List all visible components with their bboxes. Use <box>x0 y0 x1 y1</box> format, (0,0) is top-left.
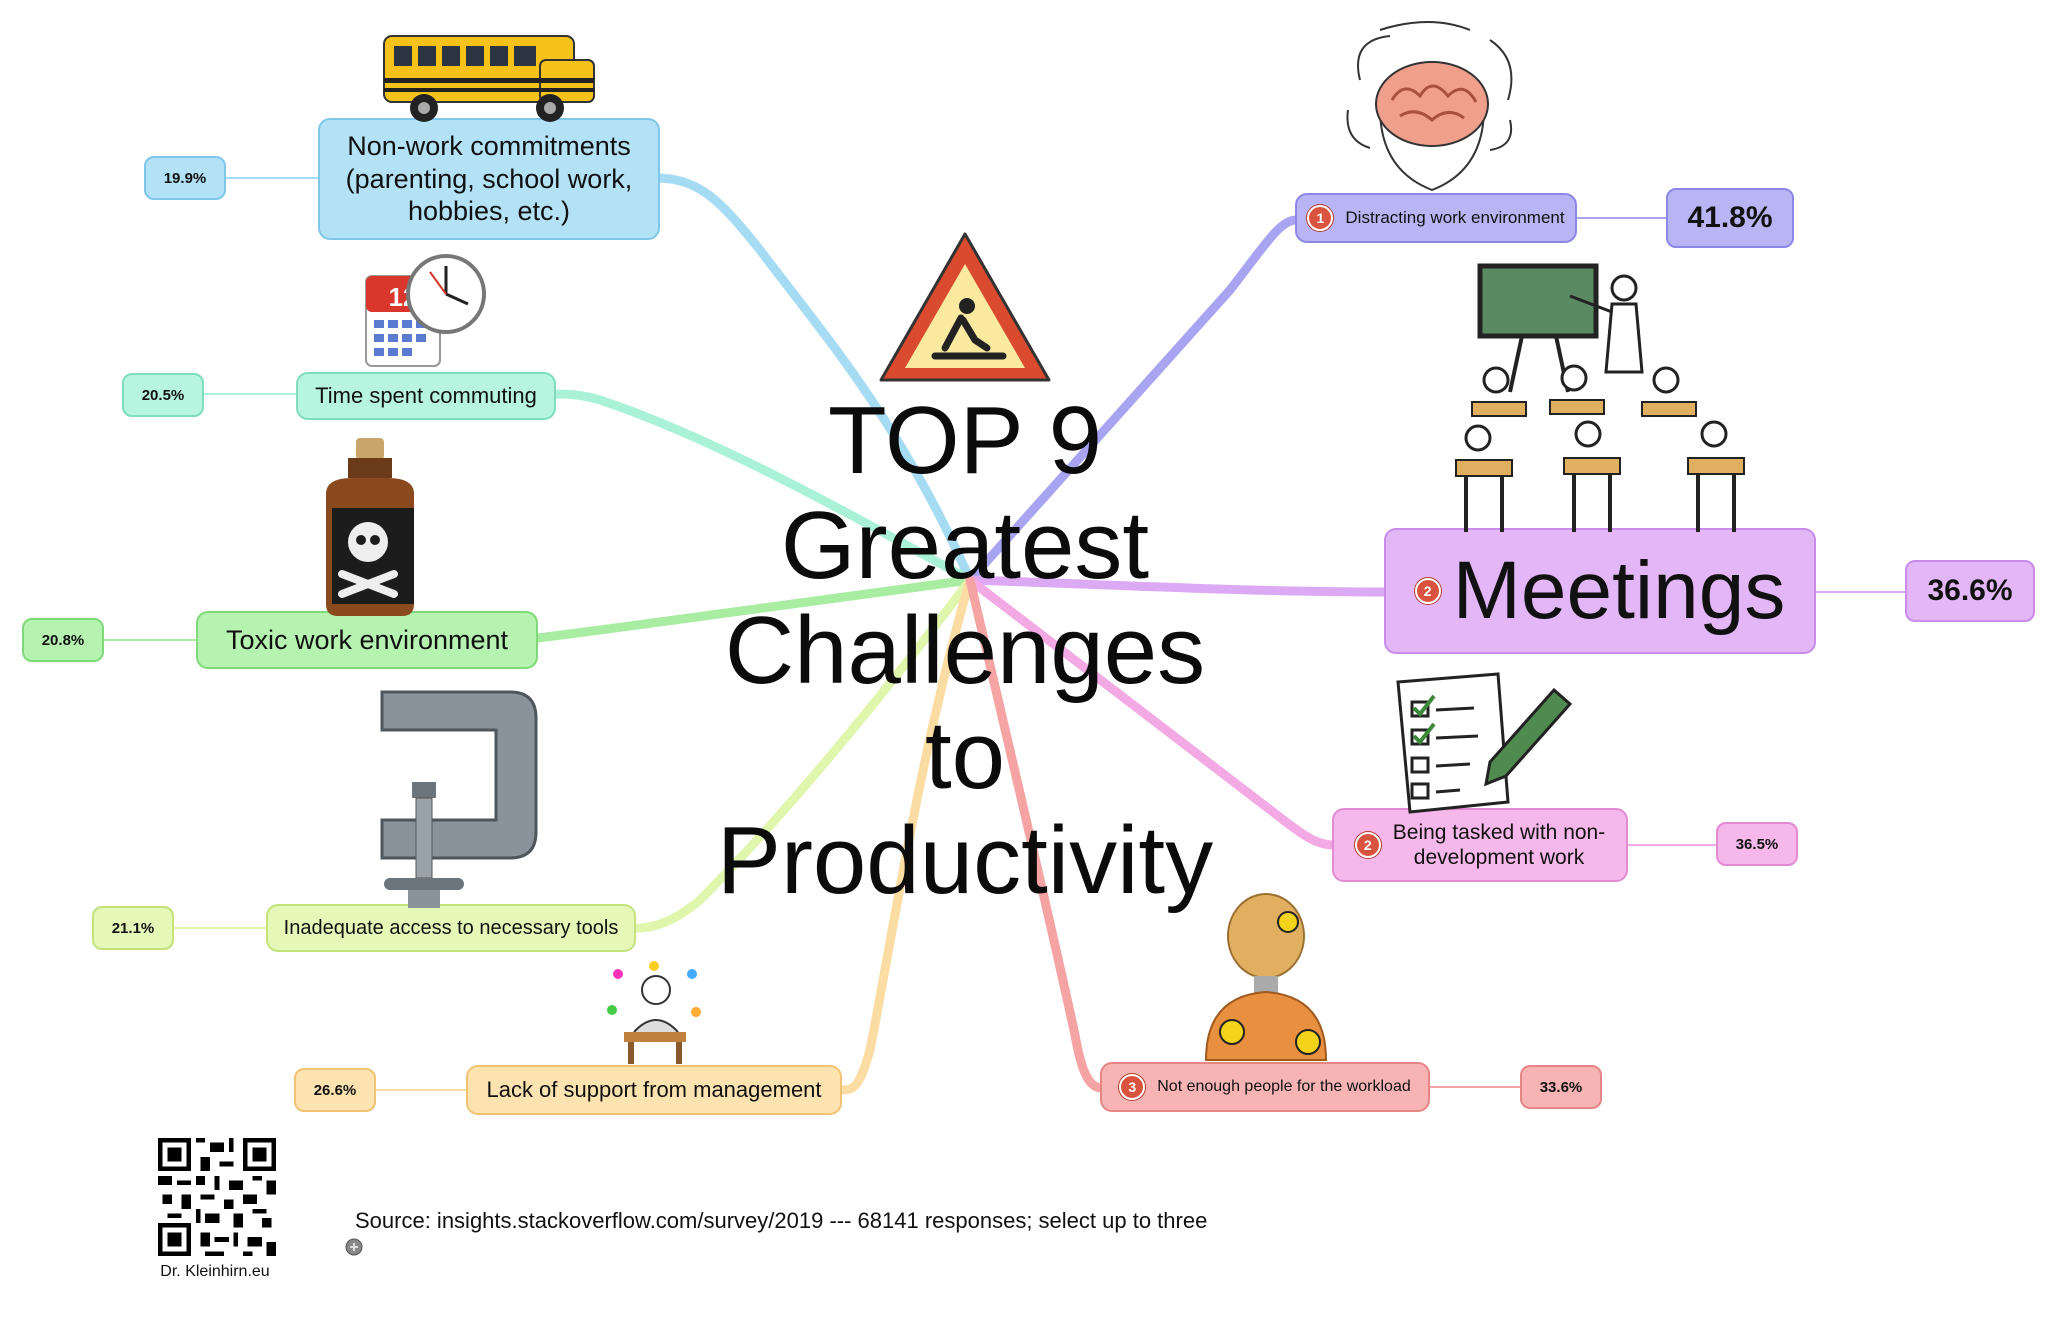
clamp-icon <box>380 690 538 908</box>
percent-people: 33.6% <box>1520 1065 1602 1109</box>
diagram-title: TOP 9 Greatest Challenges to Productivit… <box>716 387 1214 914</box>
link-support <box>837 575 975 1095</box>
percent-distracting: 41.8% <box>1666 188 1794 248</box>
link-tools <box>631 575 975 933</box>
node-commuting-label: Time spent commuting <box>315 382 537 408</box>
link-people <box>965 575 1107 1093</box>
node-non-work-label: Non-work commitments (parenting, school … <box>345 131 633 227</box>
node-meetings[interactable]: 2 Meetings <box>1384 528 1816 654</box>
node-commuting[interactable]: Time spent commuting <box>296 372 556 420</box>
checklist-pencil-icon <box>1396 672 1573 814</box>
node-support-label: Lack of support from management <box>486 1076 822 1102</box>
node-tools[interactable]: Inadequate access to necessary tools <box>266 904 636 952</box>
node-distracting-label: Distracting work environment <box>1345 207 1565 227</box>
node-non-dev[interactable]: 2 Being tasked with non- development wor… <box>1332 808 1628 882</box>
rank-badge: 2 <box>1414 578 1441 604</box>
node-non-work[interactable]: Non-work commitments (parenting, school … <box>318 118 660 240</box>
poison-bottle-icon <box>326 438 414 616</box>
node-people-label: Not enough people for the workload <box>1157 1078 1411 1096</box>
node-toxic-label: Toxic work environment <box>225 624 509 655</box>
percent-meetings: 36.6% <box>1905 560 2035 622</box>
link-non-dev <box>965 575 1340 850</box>
node-meetings-label: Meetings <box>1452 544 1786 636</box>
brain-icon <box>1346 21 1513 192</box>
node-distracting[interactable]: 1 Distracting work environment <box>1295 193 1577 243</box>
node-support[interactable]: Lack of support from management <box>466 1065 842 1115</box>
attachment-icon <box>345 1238 363 1256</box>
node-toxic[interactable]: Toxic work environment <box>196 611 538 669</box>
percent-non-work: 19.9% <box>144 156 226 200</box>
busy-worker-icon <box>607 961 701 1064</box>
warning-sign-icon <box>879 232 1051 382</box>
percent-support: 26.6% <box>294 1068 376 1112</box>
node-tools-label: Inadequate access to necessary tools <box>283 917 619 939</box>
percent-tools: 21.1% <box>92 906 174 950</box>
link-non-work <box>655 173 975 585</box>
link-meetings <box>965 575 1390 597</box>
link-commuting <box>550 389 975 585</box>
source-text: Source: insights.stackoverflow.com/surve… <box>355 1208 1208 1233</box>
calendar-clock-icon: 12 <box>365 254 486 367</box>
percent-non-dev: 36.5% <box>1716 822 1798 866</box>
link-toxic <box>533 575 975 643</box>
classroom-icon <box>1455 263 1745 532</box>
rank-badge: 2 <box>1354 832 1381 858</box>
crash-dummy-icon <box>1204 893 1328 1061</box>
link-distracting <box>965 215 1301 585</box>
rank-badge: 1 <box>1307 205 1334 231</box>
node-people[interactable]: 3 Not enough people for the workload <box>1100 1062 1430 1112</box>
percent-commuting: 20.5% <box>122 373 204 417</box>
node-non-dev-label: Being tasked with non- development work <box>1392 820 1606 869</box>
school-bus-icon <box>383 35 595 122</box>
credit-text: Dr. Kleinhirn.eu <box>160 1263 270 1280</box>
percent-toxic: 20.8% <box>22 618 104 662</box>
qr-code-icon <box>158 1138 276 1256</box>
rank-badge: 3 <box>1119 1074 1146 1100</box>
